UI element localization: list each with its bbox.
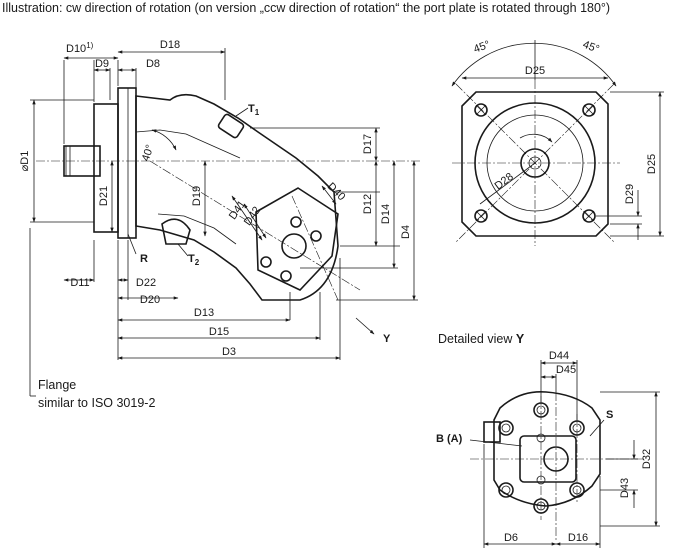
detail-port-plate [493,391,601,507]
dim-angle-40: 40° [140,143,157,163]
dim-d45: D45 [556,364,576,376]
rotation-arrow [519,133,553,143]
dim-d10: D101) [66,41,94,55]
dim-d25-side: D25 [646,154,658,174]
dim-angle-45-left: 45° [472,39,492,56]
dim-d15: D15 [209,326,229,338]
dim-d18: D18 [160,39,180,51]
dim-d19: D19 [191,186,203,206]
label-port-b-a: B (A) [436,433,463,445]
dim-angle-45-right: 45° [581,39,601,56]
detail-view-title-text: Detailed view [438,332,513,346]
dim-d29: D29 [624,184,636,204]
label-t2: T2 [188,253,200,267]
dim-d28: D28 [493,171,516,193]
detail-view-y: D44 D45 S B (A) D32 D43 D6 D16 [436,350,660,548]
motor-housing [135,93,339,301]
front-view: 45° 45° D25 D25 D28 D29 [451,39,664,246]
dim-d44: D44 [549,350,569,362]
dim-d3: D3 [222,346,236,358]
dim-d4: D4 [400,225,412,239]
side-view: D101) D18 D9 D8 ⌀D1 D21 D19 D17 D12 D14 … [19,39,420,397]
detail-view-title: Detailed view Y [438,332,524,346]
port-t2-boss [161,218,191,245]
dim-d9: D9 [95,58,109,70]
dim-d21: D21 [98,186,110,206]
dim-d32: D32 [641,449,653,469]
dim-d11: D11 [70,277,89,289]
flange-note-line2: similar to ISO 3019-2 [38,396,156,410]
dim-d13: D13 [194,307,214,319]
label-t1: T1 [248,103,260,117]
pilot [93,103,119,233]
label-r: R [140,253,148,265]
square-flange [461,91,609,237]
mounting-flange [117,87,137,239]
bolt-hole-br [582,209,596,223]
dim-d14: D14 [380,204,392,224]
dim-d22: D22 [136,277,156,289]
bolt-hole-tr [582,103,596,117]
dim-d1: ⌀D1 [19,151,31,172]
label-view-y: Y [383,333,391,345]
bolt-hole-bl [474,209,488,223]
dim-d6: D6 [504,532,518,544]
dim-d17: D17 [362,134,374,154]
port-t1-boss [217,113,245,139]
dim-d12: D12 [362,194,374,214]
drawing-caption: Illustration: cw direction of rotation (… [2,1,611,15]
dim-d40: D40 [325,180,348,203]
label-port-s: S [606,409,613,421]
bolt-hole-tl [474,103,488,117]
port-plate [255,187,339,291]
dim-d16: D16 [568,532,588,544]
detail-view-letter: Y [515,332,525,346]
flange-note-line1: Flange [38,378,77,392]
side-port-bore [281,233,307,259]
dim-d25-top: D25 [525,65,545,77]
dim-d8: D8 [146,58,160,70]
dim-d43: D43 [619,478,631,498]
dim-d20: D20 [140,294,160,306]
